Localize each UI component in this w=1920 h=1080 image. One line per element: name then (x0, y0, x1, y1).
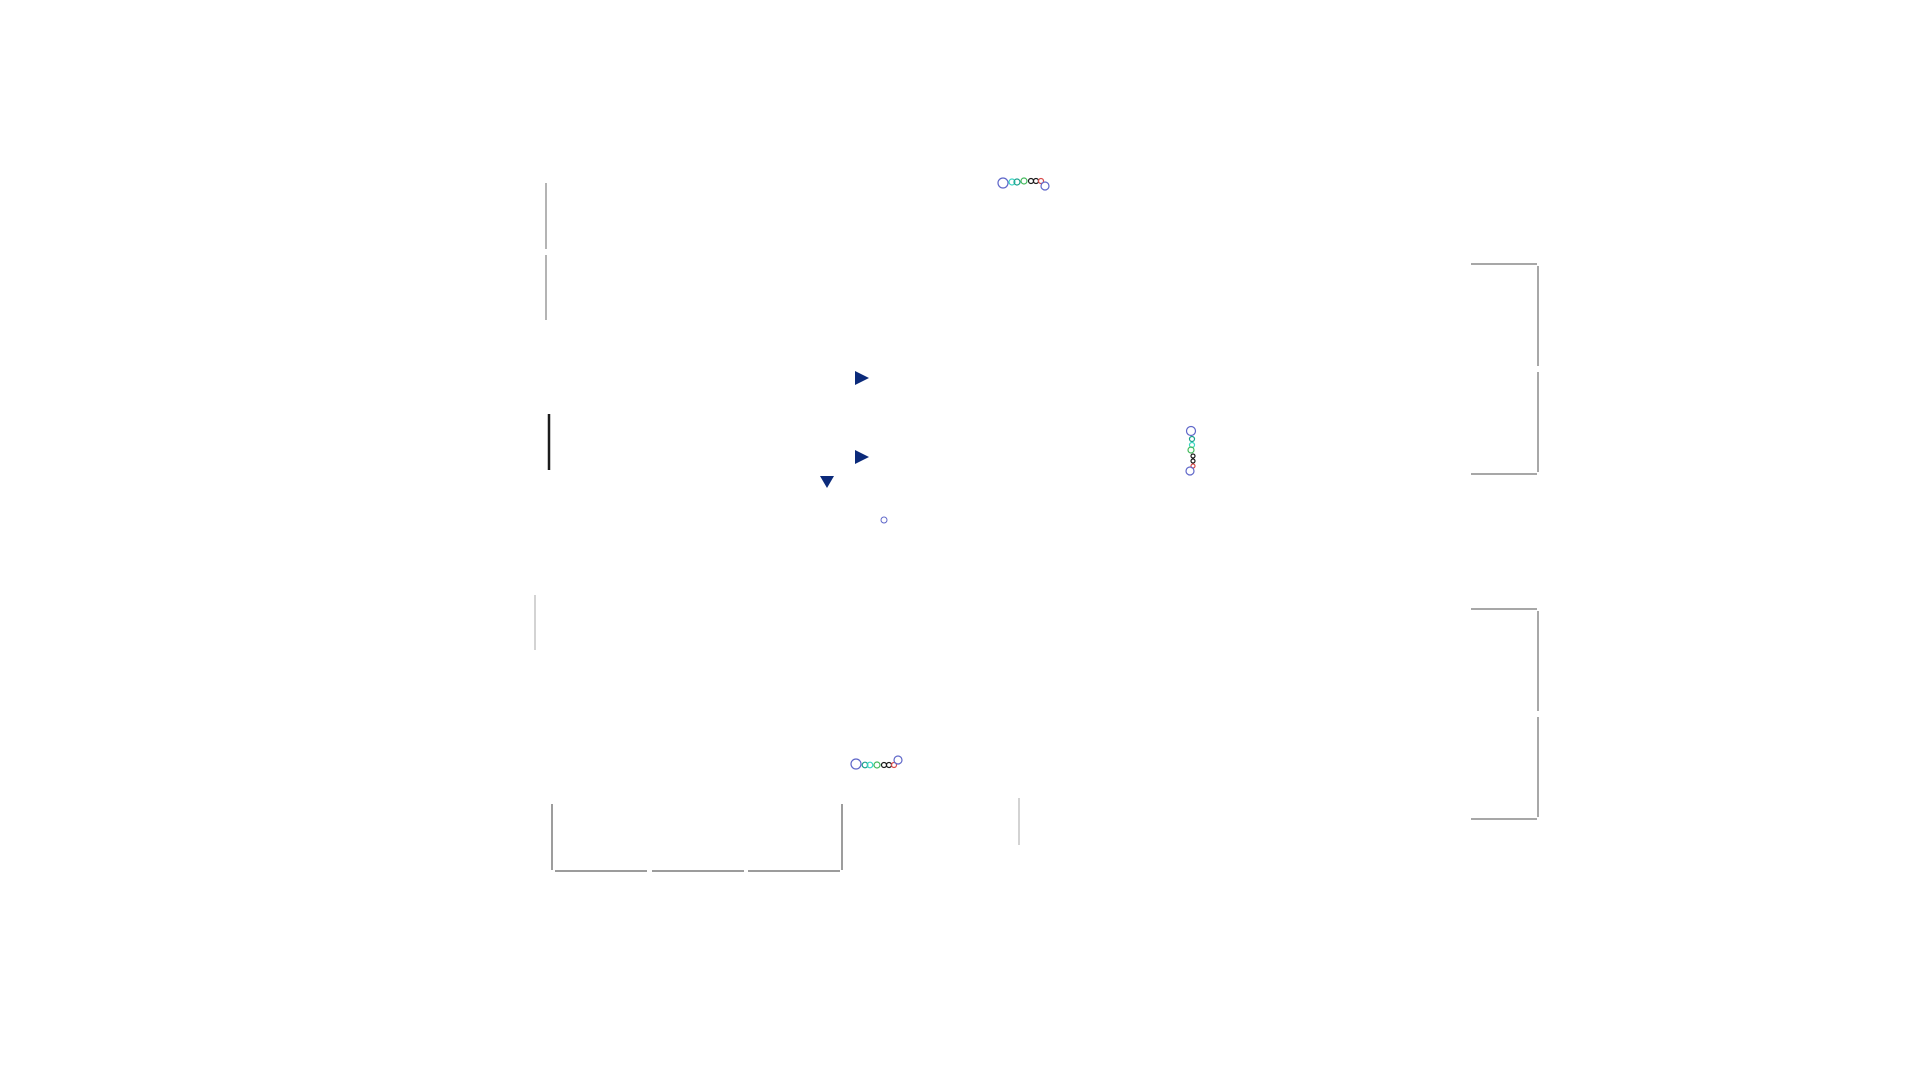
bchain-circle-green (873, 761, 881, 769)
bchain-circle-black-2 (885, 761, 893, 769)
bchain-circle-red (890, 761, 898, 769)
vchain-circle-teal (1188, 435, 1196, 443)
vchain-circle-green (1187, 446, 1195, 454)
chain-circle-cyan (1008, 178, 1016, 186)
vchain-circle-blue-bottom (1185, 466, 1195, 476)
chain-circle-red (1037, 177, 1045, 185)
bchain-circle-black-1 (880, 761, 888, 769)
chain-circle-blue-large (997, 177, 1009, 189)
chain-circle-black-2 (1032, 177, 1040, 185)
chain-circle-teal (1013, 178, 1021, 186)
triangle-right-icon[interactable] (855, 371, 869, 385)
chain-circle-blue-end (1040, 181, 1050, 191)
chain-circle-black-1 (1027, 177, 1035, 185)
triangle-down-icon[interactable] (820, 476, 834, 488)
bchain-circle-blue-end (893, 755, 903, 765)
bottom-circle-chain (850, 755, 903, 770)
triangle-right-icon[interactable] (855, 450, 869, 464)
bchain-circle-cyan (866, 761, 874, 769)
vchain-circle-black-2 (1190, 458, 1196, 464)
bchain-circle-blue-large (850, 758, 862, 770)
top-circle-chain (997, 177, 1050, 191)
vchain-circle-black-1 (1190, 453, 1196, 459)
small-circle-icon[interactable] (880, 516, 888, 524)
vchain-circle-blue-top (1185, 425, 1197, 437)
chain-circle-green (1020, 177, 1028, 185)
vertical-circle-chain (1185, 425, 1197, 476)
